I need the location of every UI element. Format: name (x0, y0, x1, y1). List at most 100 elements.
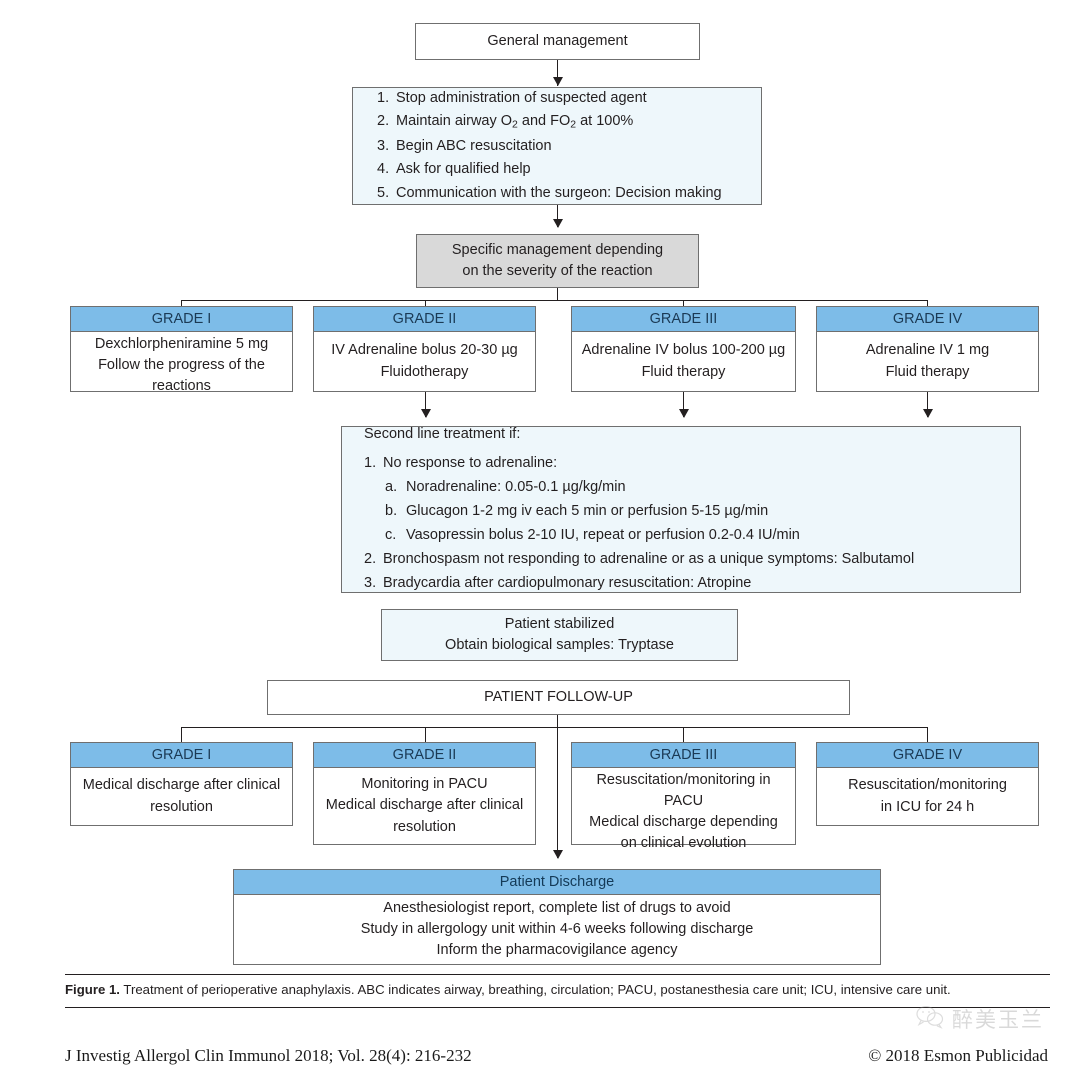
card-line: Fluid therapy (641, 363, 726, 380)
arrowhead-followup-to-discharge (552, 850, 563, 859)
treatment-card-body: Adrenaline IV bolus 100-200 µg Fluid the… (572, 332, 795, 391)
list-subitem: a. Noradrenaline: 0.05-0.1 µg/kg/min (385, 475, 914, 499)
followup-card-grade-3: GRADE III Resuscitation/monitoring in PA… (571, 742, 796, 851)
followup-card-header: GRADE II (314, 743, 535, 768)
list-subitem-text: Glucagon 1-2 mg iv each 5 min or perfusi… (406, 503, 769, 520)
list-item-number: 1. (364, 455, 377, 472)
card-line: Resuscitation/monitoring in PACU (596, 772, 771, 810)
list-item-number: 5. (377, 184, 390, 201)
patient-discharge-card: Patient Discharge Anesthesiologist repor… (233, 869, 881, 965)
watermark-text: 醉美玉兰 (952, 1008, 1044, 1032)
card-line: Fluid therapy (885, 363, 970, 380)
followup-card-header: GRADE I (71, 743, 292, 768)
list-subitem-number: c. (385, 527, 397, 544)
treatment-card-body: Dexchlorpheniramine 5 mg Follow the prog… (71, 332, 292, 399)
connector-specific-down (557, 288, 558, 300)
treatment-card-grade-2: GRADE II IV Adrenaline bolus 20-30 µg Fl… (313, 306, 536, 392)
list-item-number: 4. (377, 161, 390, 178)
treatment-card-header: GRADE II (314, 307, 535, 332)
card-line: in ICU for 24 h (880, 798, 975, 815)
list-item-text: Begin ABC resuscitation (396, 137, 552, 154)
connector-bus-to-followup-3 (683, 727, 684, 742)
card-line: Study in allergology unit within 4-6 wee… (360, 920, 754, 937)
followup-card-body: Resuscitation/monitoring in ICU for 24 h (817, 768, 1038, 825)
initial-steps-box: 1. Stop administration of suspected agen… (352, 87, 762, 205)
connector-grade-4-to-second-line (927, 392, 928, 417)
list-item-number: 1. (377, 89, 390, 106)
connector-bus-to-followup-4 (927, 727, 928, 742)
card-line: Anesthesiologist report, complete list o… (383, 899, 731, 916)
patient-discharge-header: Patient Discharge (234, 870, 880, 895)
list-item-text: Ask for qualified help (396, 161, 531, 178)
list-item: 1. No response to adrenaline: (364, 451, 914, 475)
caption-rule-bottom (65, 1007, 1050, 1008)
list-item-text: No response to adrenaline: (383, 455, 558, 472)
treatment-card-body: Adrenaline IV 1 mg Fluid therapy (817, 332, 1038, 391)
patient-follow-up-label: PATIENT FOLLOW-UP (484, 688, 633, 705)
followup-card-body: Monitoring in PACU Medical discharge aft… (314, 768, 535, 844)
treatment-card-header: GRADE III (572, 307, 795, 332)
connector-grade-3-to-second-line (683, 392, 684, 417)
specific-management-line-1: Specific management depending (451, 241, 664, 258)
list-item: 3. Bradycardia after cardiopulmonary res… (364, 571, 914, 595)
followup-card-grade-1: GRADE I Medical discharge after clinical… (70, 742, 293, 826)
list-item-number: 3. (364, 575, 377, 592)
list-item-text: Maintain airway O2 and FO2 at 100% (396, 113, 634, 131)
connector-grade-2-to-second-line (425, 392, 426, 417)
figure-caption-text: Treatment of perioperative anaphylaxis. … (119, 982, 951, 997)
patient-stabilized-box: Patient stabilized Obtain biological sam… (381, 609, 738, 661)
treatment-card-header: GRADE I (71, 307, 292, 332)
specific-management-box: Specific management depending on the sev… (416, 234, 699, 288)
copyright-notice: © 2018 Esmon Publicidad (868, 1046, 1048, 1065)
connector-bus-to-grade-4 (927, 300, 928, 307)
card-line: IV Adrenaline bolus 20-30 µg (331, 342, 518, 359)
list-item-number: 2. (377, 113, 390, 130)
connector-bus-to-grade-2 (425, 300, 426, 307)
figure-caption-label: Figure 1. (65, 982, 120, 997)
arrowhead-grade-4-to-second-line (922, 409, 933, 418)
list-item: 1. Stop administration of suspected agen… (377, 87, 761, 110)
general-management-box: General management (415, 23, 700, 60)
followup-card-grade-4: GRADE IV Resuscitation/monitoring in ICU… (816, 742, 1039, 826)
followup-card-grade-2: GRADE II Monitoring in PACU Medical disc… (313, 742, 536, 845)
list-item-text: Bradycardia after cardiopulmonary resusc… (383, 575, 752, 592)
connector-followup-to-discharge (557, 727, 558, 858)
card-line: Medical discharge after clinical (325, 797, 524, 814)
card-line: Fluidotherapy (380, 363, 469, 380)
card-line: Medical discharge after clinical (82, 777, 281, 794)
connector-general-to-steps (557, 60, 558, 86)
list-item-text: Bronchospasm not responding to adrenalin… (383, 551, 915, 568)
list-subitem: c. Vasopressin bolus 2-10 IU, repeat or … (385, 523, 914, 547)
followup-card-body: Medical discharge after clinical resolut… (71, 768, 292, 825)
list-item-text: Stop administration of suspected agent (396, 89, 647, 106)
card-line: resolution (393, 818, 456, 835)
treatment-card-header: GRADE IV (817, 307, 1038, 332)
card-line: Inform the pharmacovigilance agency (436, 942, 678, 958)
followup-card-header: GRADE III (572, 743, 795, 768)
card-line: Medical discharge depending (589, 814, 778, 831)
arrowhead-grade-2-to-second-line (420, 409, 431, 418)
list-subitem-text: Noradrenaline: 0.05-0.1 µg/kg/min (406, 479, 626, 496)
list-subitem-number: b. (385, 503, 398, 520)
treatment-card-grade-4: GRADE IV Adrenaline IV 1 mg Fluid therap… (816, 306, 1039, 392)
card-line: Follow the progress of the reactions (98, 357, 265, 395)
list-subitem-text: Vasopressin bolus 2-10 IU, repeat or per… (406, 527, 800, 544)
arrowhead-steps-to-specific (552, 219, 563, 228)
connector-grade-bus (181, 300, 927, 301)
second-line-list: 1. No response to adrenaline: a. Noradre… (342, 451, 914, 605)
card-line: Dexchlorpheniramine 5 mg (94, 336, 269, 352)
caption-rule-top (65, 974, 1050, 975)
connector-bus-to-grade-3 (683, 300, 684, 307)
connector-followup-bus (181, 727, 927, 728)
patient-stabilized-line-2: Obtain biological samples: Tryptase (445, 637, 674, 653)
list-subitem-number: a. (385, 479, 398, 496)
arrowhead-general-to-steps (552, 77, 563, 86)
connector-steps-to-specific (557, 205, 558, 227)
connector-bus-to-followup-2 (425, 727, 426, 742)
list-item-number: 3. (377, 137, 390, 154)
arrowhead-grade-3-to-second-line (678, 409, 689, 418)
journal-citation: J Investig Allergol Clin Immunol 2018; V… (65, 1046, 472, 1065)
card-line: Adrenaline IV bolus 100-200 µg (581, 342, 786, 359)
second-line-title: Second line treatment if: (364, 425, 521, 442)
